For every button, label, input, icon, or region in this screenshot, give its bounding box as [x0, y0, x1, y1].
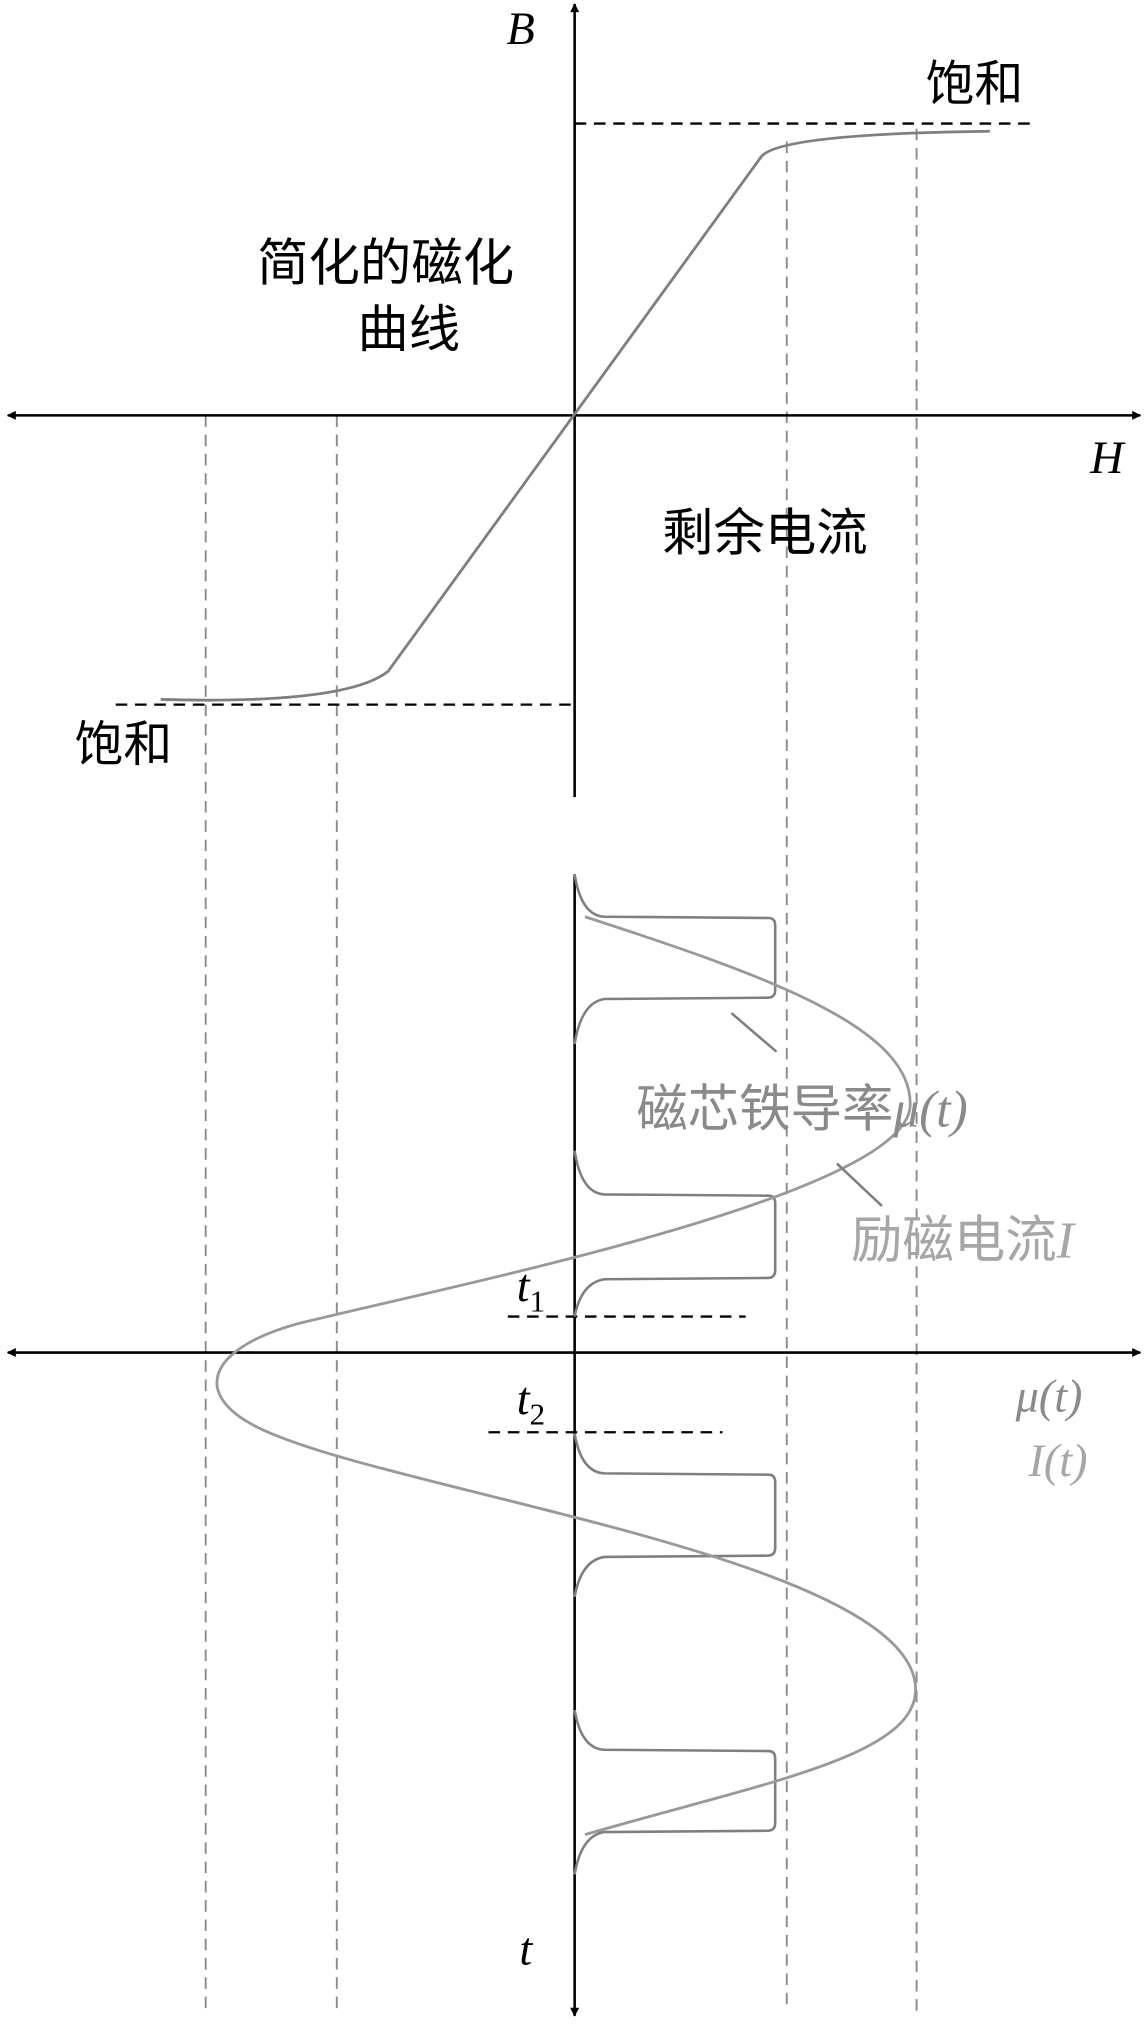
saturation-label-top: 饱和 — [926, 55, 1024, 112]
time-axis-label: t — [519, 1924, 533, 1975]
b-axis-label: B — [507, 4, 535, 55]
magnetization-curve — [160, 129, 990, 702]
excitation-current-curve — [215, 915, 917, 1836]
t2-label: t2 — [517, 1374, 545, 1431]
permeability-symbol: μ(t) — [892, 1081, 967, 1138]
permeability-pulse — [573, 1433, 777, 1598]
t1-label: t1 — [517, 1261, 545, 1318]
current-symbol: I — [1056, 1212, 1077, 1269]
permeability-pulse — [573, 1150, 777, 1317]
current-text: 励磁电流 — [851, 1210, 1057, 1270]
saturation-label-bottom: 饱和 — [75, 716, 173, 773]
mu-axis-label: μ(t) — [1015, 1372, 1083, 1423]
t2-sub: 2 — [530, 1398, 545, 1432]
permeability-text: 磁芯铁导率 — [636, 1079, 893, 1139]
t2-t: t — [517, 1374, 531, 1425]
t1-sub: 1 — [530, 1284, 545, 1318]
current-leader — [836, 1162, 883, 1207]
permeability-label: 磁芯铁导率μ(t) — [636, 1079, 967, 1139]
t1-t: t — [517, 1261, 531, 1312]
current-label: 励磁电流I — [851, 1210, 1077, 1270]
curve-label-line2: 曲线 — [357, 300, 460, 360]
projection-lines — [204, 128, 918, 2013]
residual-current-label: 剩余电流 — [662, 503, 868, 563]
curve-label-line1: 简化的磁化 — [257, 233, 514, 293]
h-axis-label: H — [1089, 433, 1126, 484]
permeability-curve — [573, 874, 777, 1875]
permeability-pulse — [573, 874, 777, 1045]
permeability-pulse — [573, 1709, 777, 1875]
permeability-leader — [730, 1012, 778, 1053]
i-axis-label: I(t) — [1027, 1436, 1087, 1487]
